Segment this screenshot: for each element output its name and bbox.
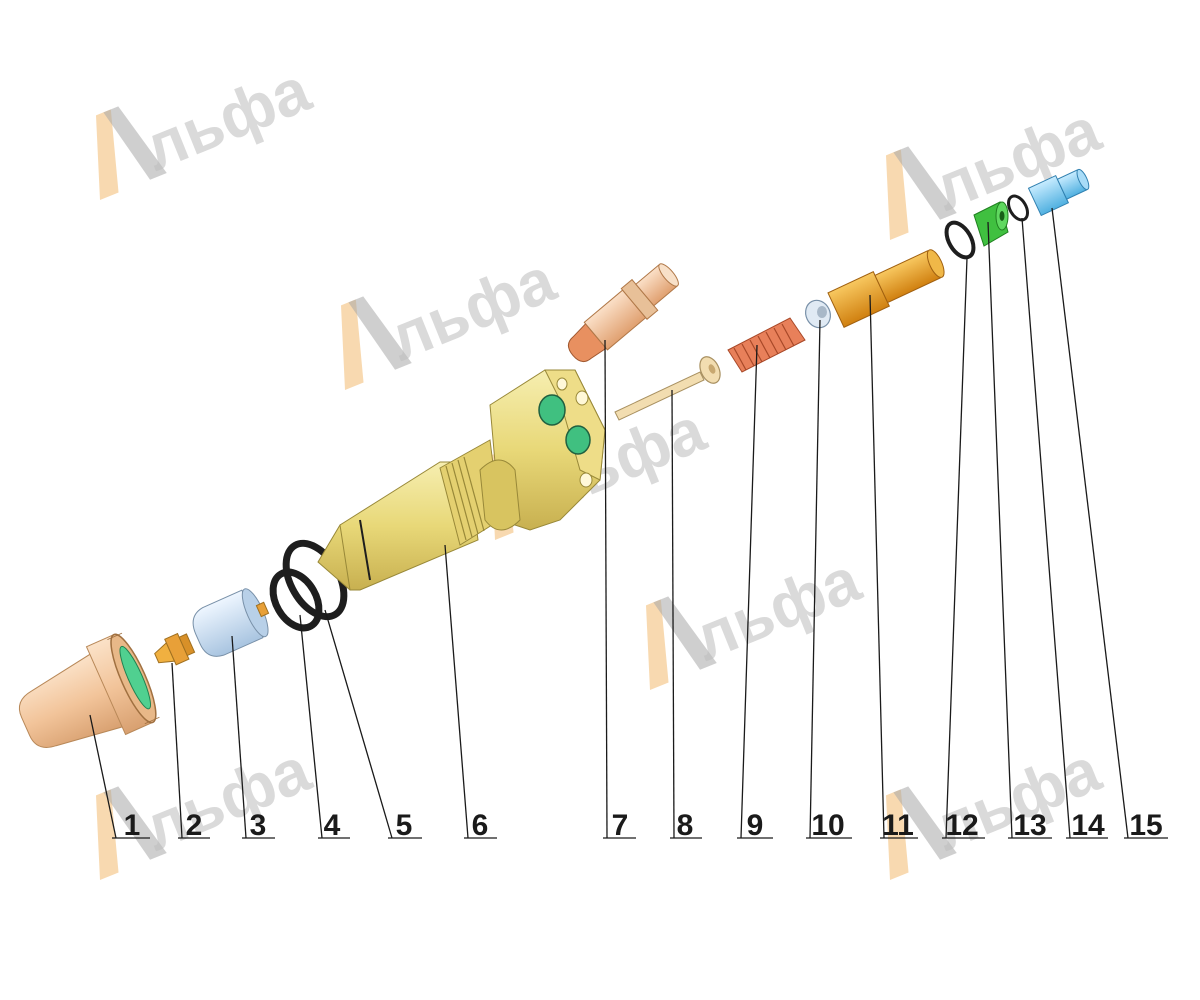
callout-13: 13 [987,221,1052,842]
callout-8: 8 [670,389,702,842]
leader-line [89,714,117,839]
callout-number: 3 [250,809,267,842]
callout-10: 10 [806,319,852,842]
watermark-logo: льфа [95,733,320,880]
watermark-a-glyph [645,599,669,690]
callout-14: 14 [1021,217,1108,842]
watermark-text: льфа [134,733,320,864]
part-8-pin [614,356,721,421]
part-9-spring [727,317,806,373]
callout-number: 11 [882,809,914,842]
watermark-a-glyph [95,789,119,880]
part-15-connector [1027,168,1090,217]
watermark-a-glyph [340,299,364,390]
callout-number: 1 [124,809,141,842]
callout-15: 15 [1051,207,1168,842]
watermark-logo: льфа [340,243,565,390]
callout-9: 9 [737,344,773,842]
callout-number: 6 [472,809,489,842]
part-7-electrode [567,263,679,363]
callout-number: 8 [677,809,694,842]
leader-line [1021,217,1071,839]
leader-line [231,635,247,839]
part-13-insert [973,201,1009,247]
callout-2: 2 [171,662,210,842]
callout-number: 7 [612,809,629,842]
watermark-logo: льфа [95,53,320,200]
watermark-a-glyph [348,296,412,370]
leader-line [740,344,758,839]
part-14-o-ring [1007,194,1029,222]
callout-1: 1 [89,714,150,842]
callout-4: 4 [299,614,350,842]
watermark-text: льфа [924,93,1110,224]
callout-number: 5 [396,809,413,842]
leader-line [987,221,1013,839]
callout-number: 13 [1013,809,1046,842]
watermark-a-glyph [893,786,957,860]
watermark-text: льфа [134,53,320,184]
watermark-a-glyph [95,109,119,200]
callout-3: 3 [231,635,275,842]
leader-line [671,389,675,839]
part-1-nozzle [18,632,160,748]
leader-line [171,662,183,839]
leader-line [324,609,393,839]
callout-number: 4 [324,809,341,842]
leader-line [444,544,469,839]
part-2-contact-tip [154,632,196,666]
watermark-a-glyph [103,786,167,860]
watermark-a-glyph [893,146,957,220]
leader-line [299,614,323,839]
watermark-text: льфа [379,243,565,374]
part-10-washer [805,299,831,329]
part-6-torch-body [317,369,606,591]
callout-number: 15 [1129,809,1162,842]
leader-line [869,294,885,839]
leader-line [1051,207,1129,839]
part-4-o-ring [269,568,323,632]
watermark-logo: льфа [645,543,870,690]
callout-6: 6 [444,544,497,842]
callout-11: 11 [869,294,918,842]
callout-12: 12 [942,257,985,842]
callout-number: 2 [186,809,203,842]
watermark-a-glyph [885,789,909,880]
leader-line [604,339,608,839]
callout-5: 5 [324,609,422,842]
callout-number: 9 [747,809,764,842]
watermark-a-glyph [103,106,167,180]
callout-number: 10 [811,809,844,842]
watermark-a-glyph [653,596,717,670]
watermark-text: льфа [924,733,1110,864]
watermark-a-glyph [885,149,909,240]
part-12-o-ring [944,220,976,260]
watermark-logo: льфа [885,733,1110,880]
leader-line [809,319,821,839]
callout-number: 12 [945,809,978,842]
watermark-text: льфа [684,543,870,674]
part-3-diffuser [192,588,270,657]
part-11-adapter [827,249,945,328]
callout-7: 7 [603,339,636,842]
callout-number: 14 [1071,809,1105,842]
leader-line [945,257,968,839]
